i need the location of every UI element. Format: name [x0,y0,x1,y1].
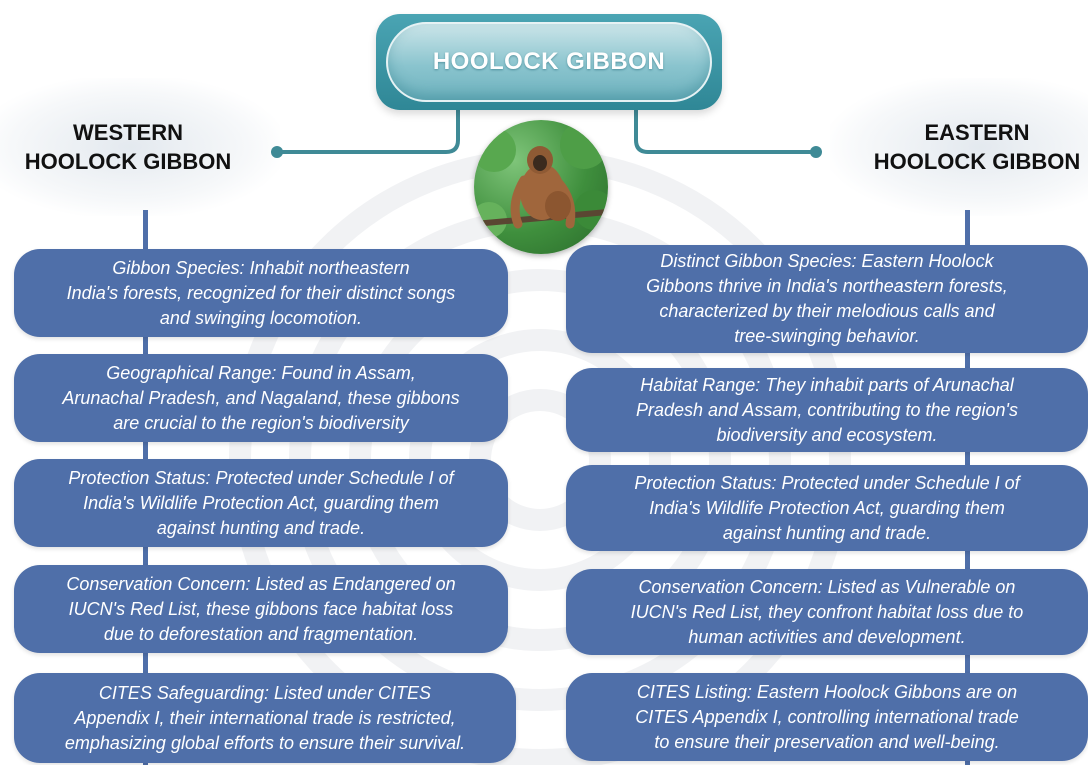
western-heading-line: HOOLOCK GIBBON [24,149,232,174]
card-line: Protection Status: Protected under Sched… [634,472,1020,493]
card-line: Pradesh and Assam, contributing to the r… [636,399,1018,420]
western-card-range: Geographical Range: Found in Assam, Arun… [14,354,508,442]
card-line: Gibbons thrive in India's northeastern f… [646,276,1008,296]
card-line: characterized by their melodious calls a… [659,301,995,321]
card-line: CITES Appendix I, controlling internatio… [635,706,1019,727]
card-line: CITES Listing: Eastern Hoolock Gibbons a… [636,681,1018,702]
western-heading: WESTERN HOOLOCK GIBBON [8,118,248,176]
gibbon-illustration [474,121,608,238]
card-line: Protection Status: Protected under Sched… [68,467,454,488]
card-line: against hunting and trade. [156,517,366,538]
card-line: Conservation Concern: Listed as Endanger… [66,573,456,594]
card-line: IUCN's Red List, these gibbons face habi… [68,598,454,619]
card-line: IUCN's Red List, they confront habitat l… [630,601,1024,622]
card-line: Geographical Range: Found in Assam, [106,362,416,383]
western-card-conservation: Conservation Concern: Listed as Endanger… [14,565,508,653]
eastern-heading: EASTERN HOOLOCK GIBBON [852,118,1088,176]
card-line: biodiversity and ecosystem. [716,424,938,445]
card-line: are crucial to the region's biodiversity [113,412,409,433]
eastern-card-cites: CITES Listing: Eastern Hoolock Gibbons a… [566,673,1088,761]
card-line: tree-swinging behavior. [734,326,920,346]
eastern-heading-line: EASTERN [924,120,1030,145]
eastern-card-protection: Protection Status: Protected under Sched… [566,465,1088,551]
card-line: and swinging locomotion. [159,307,363,328]
card-line: emphasizing global efforts to ensure the… [64,732,466,753]
western-card-protection: Protection Status: Protected under Sched… [14,459,508,547]
western-card-species: Gibbon Species: Inhabit northeastern Ind… [14,249,508,337]
title-pill: HOOLOCK GIBBON [386,22,712,102]
eastern-card-species: Distinct Gibbon Species: Eastern Hoolock… [566,245,1088,353]
eastern-heading-line: HOOLOCK GIBBON [873,149,1081,174]
card-line: CITES Safeguarding: Listed under CITES [98,682,432,703]
card-line: due to deforestation and fragmentation. [103,623,419,644]
card-line: human activities and development. [688,626,966,647]
card-line: to ensure their preservation and well-be… [654,731,1000,752]
western-heading-line: WESTERN [73,120,183,145]
card-line: Gibbon Species: Inhabit northeastern [112,257,410,278]
title-box: HOOLOCK GIBBON [376,14,722,110]
card-line: India's forests, recognized for their di… [66,282,456,303]
western-card-cites: CITES Safeguarding: Listed under CITES A… [14,673,516,763]
eastern-card-habitat: Habitat Range: They inhabit parts of Aru… [566,368,1088,452]
card-line: India's Wildlife Protection Act, guardin… [83,492,439,513]
card-line: Habitat Range: They inhabit parts of Aru… [640,374,1014,395]
page-title: HOOLOCK GIBBON [432,48,666,75]
eastern-card-conservation: Conservation Concern: Listed as Vulnerab… [566,569,1088,655]
hoolock-gibbon-photo [474,120,608,254]
east-heading-glow [830,78,1088,216]
card-line: against hunting and trade. [722,522,932,543]
card-line: Conservation Concern: Listed as Vulnerab… [638,576,1016,597]
card-line: India's Wildlife Protection Act, guardin… [649,497,1005,518]
card-line: Distinct Gibbon Species: Eastern Hoolock [660,251,994,271]
card-line: Appendix I, their international trade is… [74,707,456,728]
card-line: Arunachal Pradesh, and Nagaland, these g… [62,387,460,408]
west-heading-glow [0,78,280,216]
